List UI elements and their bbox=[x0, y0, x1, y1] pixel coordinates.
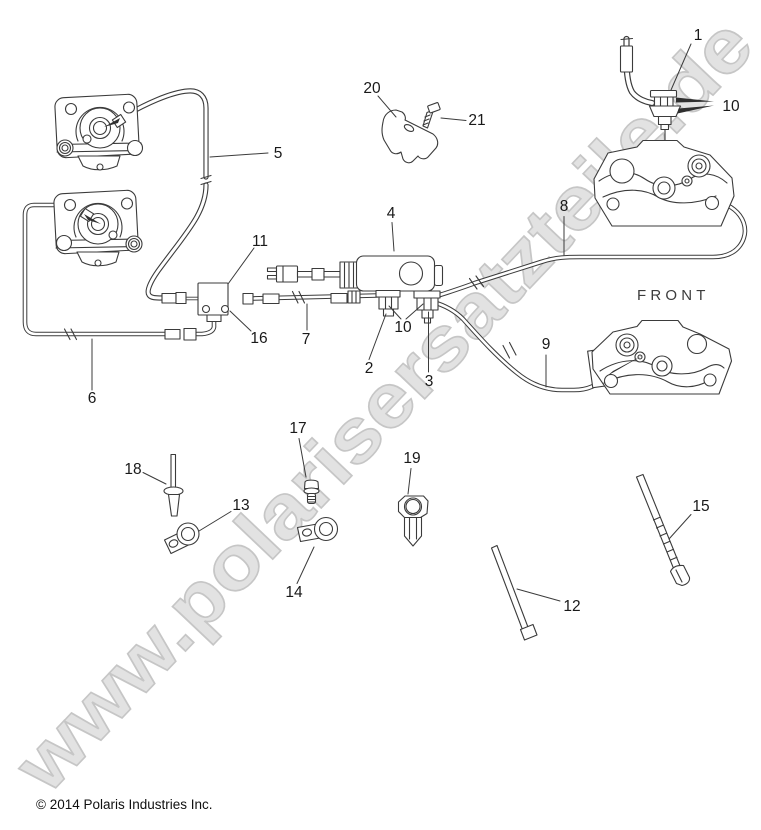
clamp-14 bbox=[296, 516, 339, 543]
caliper-assembly-upper-left bbox=[54, 93, 144, 171]
callout-14: 14 bbox=[285, 584, 303, 601]
callout-6: 6 bbox=[88, 390, 97, 407]
bolt-15 bbox=[635, 473, 691, 587]
callout-5: 5 bbox=[274, 145, 283, 162]
brake-caliper-lower-right bbox=[587, 319, 733, 395]
callout-12: 12 bbox=[563, 598, 580, 615]
callout-1: 1 bbox=[694, 27, 703, 44]
screw-21 bbox=[422, 102, 441, 129]
callout-leader-lines bbox=[91, 43, 714, 602]
callout-3: 3 bbox=[425, 373, 434, 390]
junction-block-11 bbox=[161, 282, 361, 341]
callout-4: 4 bbox=[387, 205, 396, 222]
rivet-18 bbox=[163, 453, 184, 517]
callout-21: 21 bbox=[468, 112, 485, 129]
callout-numbers: 1 10 20 21 5 4 8 11 16 7 2 10 3 9 6 18 1… bbox=[88, 27, 740, 615]
front-orientation-label: FRONT bbox=[637, 287, 710, 304]
callout-19: 19 bbox=[403, 450, 420, 467]
callout-11: 11 bbox=[252, 233, 268, 250]
callout-18: 18 bbox=[124, 461, 141, 478]
callout-17: 17 bbox=[289, 420, 306, 437]
copyright-notice: © 2014 Polaris Industries Inc. bbox=[36, 797, 213, 812]
diagram-artwork bbox=[22, 35, 748, 641]
fitting-3 bbox=[413, 290, 441, 324]
callout-13: 13 bbox=[232, 497, 249, 514]
callout-7: 7 bbox=[302, 331, 311, 348]
screw-17 bbox=[303, 479, 320, 505]
clamp-19 bbox=[397, 495, 429, 547]
rod-12 bbox=[490, 544, 538, 641]
callout-15: 15 bbox=[692, 498, 709, 515]
fitting-2 bbox=[375, 289, 401, 317]
bracket-20 bbox=[381, 109, 439, 164]
tube-break-marks bbox=[63, 174, 517, 359]
banjo-bolt-1-washers-10 bbox=[648, 89, 682, 131]
brake-line-8 bbox=[434, 199, 748, 299]
caliper-assembly-lower-left bbox=[53, 189, 143, 267]
master-cylinder-4 bbox=[266, 255, 444, 324]
brake-caliper-upper-right bbox=[593, 139, 735, 227]
callout-8: 8 bbox=[560, 198, 569, 215]
clamp-13 bbox=[163, 522, 200, 555]
callout-10-middle: 10 bbox=[394, 319, 412, 336]
callout-16: 16 bbox=[250, 330, 267, 347]
callout-10-upper: 10 bbox=[722, 98, 740, 115]
callout-9: 9 bbox=[542, 336, 551, 353]
callout-20: 20 bbox=[363, 80, 381, 97]
callout-2: 2 bbox=[365, 360, 374, 377]
brake-line-9 bbox=[430, 299, 606, 393]
